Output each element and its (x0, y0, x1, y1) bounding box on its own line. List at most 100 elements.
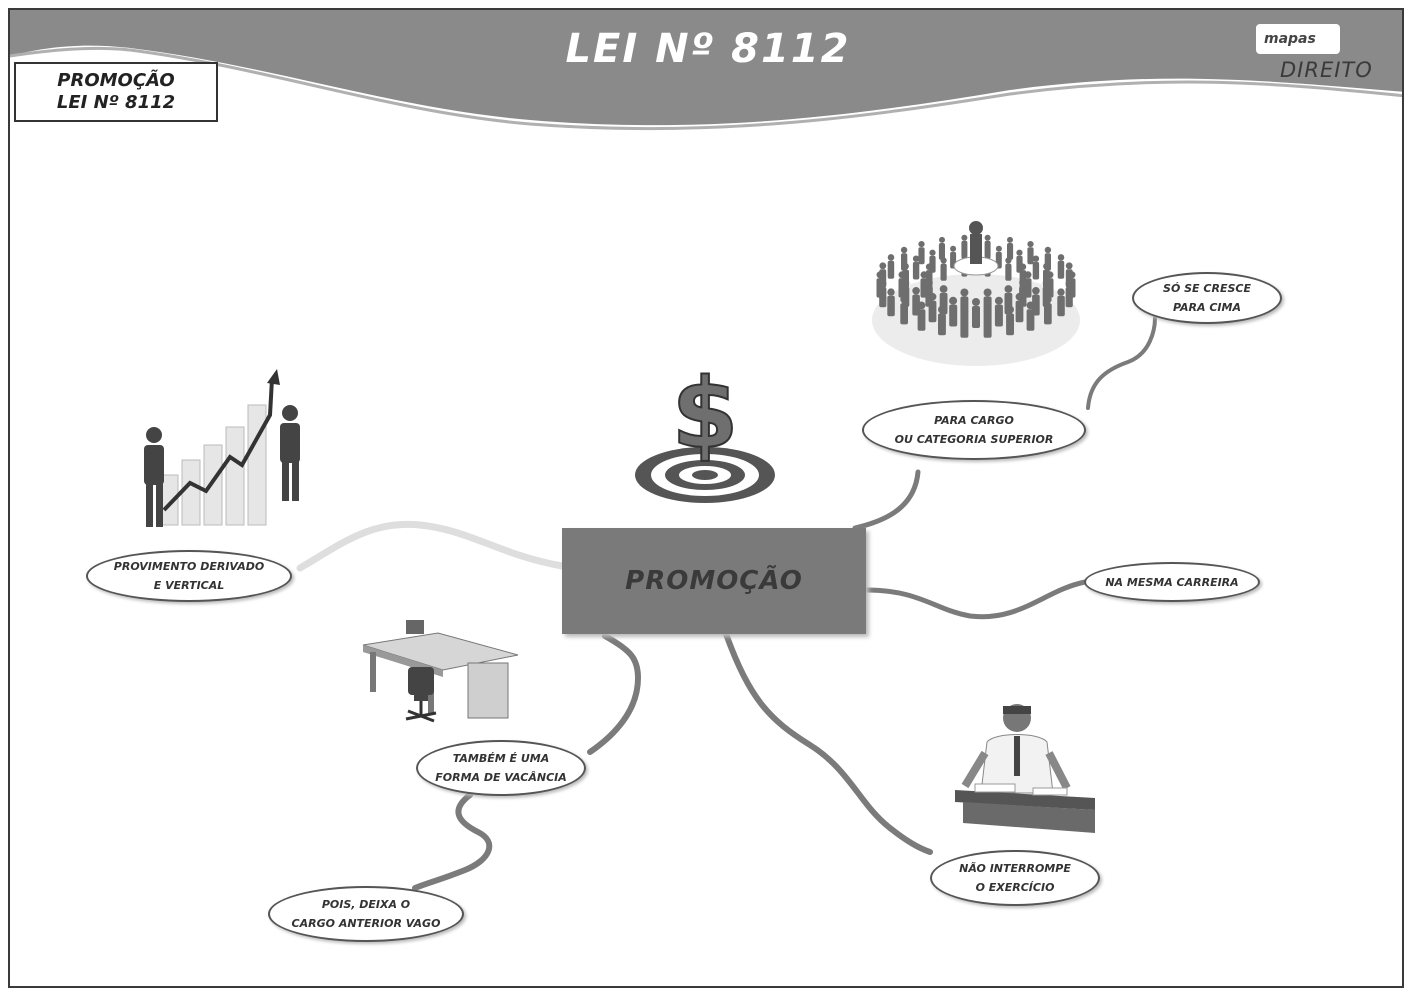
node-superior-line2: OU CATEGORIA SUPERIOR (894, 433, 1054, 446)
crowd-person-body (902, 269, 909, 289)
crowd-person-body (925, 270, 933, 289)
crowd-person-body (1006, 313, 1014, 336)
crowd-person-head (1004, 285, 1013, 293)
branch-vacancia (587, 633, 642, 755)
crowd-person-head (1005, 257, 1012, 264)
crowd-person-head (1057, 288, 1065, 296)
crowd-person-head (1065, 262, 1073, 270)
crowd-person-body (918, 247, 925, 265)
node-grow-line2: PARA CIMA (1172, 301, 1241, 314)
crowd-person-body (1007, 243, 1014, 260)
crowd-person-body (1004, 292, 1013, 315)
branch-superior (852, 469, 921, 531)
node-career: NA MESMA CARREIRA (1084, 562, 1260, 602)
node-exercicio: NÃO INTERROMPE O EXERCÍCIO (930, 850, 1100, 906)
growth-chart-icon (144, 369, 300, 527)
crowd-person-body (938, 313, 946, 336)
node-superior-line1: PARA CARGO (934, 414, 1014, 427)
crowd-person-body (984, 240, 991, 258)
crowd-person-body (1005, 263, 1012, 281)
crowd-person-body (961, 240, 968, 258)
crowd-person-body (912, 261, 920, 280)
crowd-person-head (925, 263, 933, 271)
crowd-person-body (1057, 295, 1065, 317)
crowd-person-head (879, 262, 887, 270)
topic-label: PROMOÇÃO LEI Nº 8112 (14, 62, 218, 122)
crowd-person-head (929, 249, 936, 256)
crowd-person-body (1032, 261, 1040, 280)
mind-map: LEI Nº 8112 PROMOÇÃO LEI Nº 8112 mapas D… (8, 8, 1404, 988)
node-provimento: PROVIMENTO DERIVADO E VERTICAL (86, 550, 292, 602)
brand-subtitle: DIREITO (1280, 58, 1373, 82)
header-banner (10, 10, 1402, 131)
crowd-person-body (887, 295, 895, 317)
branch-career (863, 579, 1088, 620)
crowd-person-head (918, 241, 925, 248)
crowd-person-body (983, 315, 992, 338)
crowd-person-head (984, 234, 991, 241)
crowd-person-head (1024, 271, 1032, 279)
crowd-person-body (1019, 270, 1027, 289)
crowd-person-body (939, 292, 948, 315)
crowd-person-head (887, 288, 895, 296)
crowd-person-body (983, 296, 992, 319)
crowd-person-body (887, 260, 895, 279)
node-career-line1: NA MESMA CARREIRA (1105, 575, 1239, 589)
branch-grow (1086, 316, 1157, 410)
crowd-person-head (949, 296, 958, 305)
brand-logo: mapas (1256, 24, 1340, 54)
crowd-person-head (983, 288, 992, 297)
crowd-person-body (912, 294, 920, 316)
crowd-person-head (972, 298, 980, 306)
crowd-person-head (1007, 236, 1013, 243)
node-vacancia: TAMBÉM É UMA FORMA DE VACÂNCIA (416, 740, 586, 796)
svg-text:$: $ (672, 358, 739, 470)
node-vago-line2: CARGO ANTERIOR VAGO (291, 917, 441, 930)
node-vago-line1: POIS, DEIXA O (321, 898, 411, 911)
node-superior: PARA CARGO OU CATEGORIA SUPERIOR (862, 400, 1086, 460)
crowd-person-head (1016, 249, 1023, 256)
node-vacancia-line2: FORMA DE VACÂNCIA (435, 771, 567, 784)
crowd-person-body (917, 309, 926, 331)
crowd-person-body (1042, 286, 1050, 307)
crowd-person-body (972, 306, 980, 328)
crowd-person-head (960, 288, 969, 297)
node-provimento-line2: E VERTICAL (153, 579, 225, 592)
crowd-person-body (1043, 269, 1050, 289)
crowd-person-body (949, 304, 958, 327)
crowd-person-head (920, 271, 928, 279)
crowd-person-body (920, 278, 928, 298)
node-grow: SÓ SE CRESCE PARA CIMA (1132, 272, 1282, 324)
crowd-person-head (994, 296, 1003, 305)
crowd-person-head (900, 246, 908, 254)
node-provimento-line1: PROVIMENTO DERIVADO (113, 560, 265, 573)
node-grow-line1: SÓ SE CRESCE (1163, 282, 1251, 295)
dollar-target-icon: $ (635, 357, 775, 503)
office-worker-icon (955, 704, 1095, 833)
crowd-person-body (994, 304, 1003, 327)
crowd-person-head (995, 245, 1002, 252)
node-exercicio-line2: O EXERCÍCIO (975, 881, 1055, 894)
branch-lines (296, 316, 1157, 891)
branch-exercicio (723, 631, 933, 855)
crowd-person-body (900, 303, 908, 325)
crowd-person-body (1044, 303, 1052, 325)
crowd-person-head (939, 236, 945, 243)
crowd-person-body (1032, 294, 1040, 316)
crowd-person-body (1065, 269, 1073, 288)
crowd-person-head (1044, 246, 1052, 254)
crowd-person-body (940, 263, 947, 281)
crowd-person-head (940, 257, 947, 264)
office-desk-icon (362, 620, 519, 723)
crowd-person-body (1026, 309, 1035, 331)
crowd-person-body (1019, 286, 1027, 307)
page-title: LEI Nº 8112 (565, 26, 851, 72)
crowd-person-head (1057, 254, 1065, 261)
crowd-person-body (960, 296, 969, 319)
crowd-person-head (902, 263, 909, 270)
crowd-person-head (1027, 241, 1034, 248)
crowd-person-head (1032, 287, 1040, 295)
crowd-person-head (950, 245, 957, 252)
central-node: PROMOÇÃO (562, 528, 866, 634)
topic-label-line1: PROMOÇÃO (57, 70, 175, 91)
